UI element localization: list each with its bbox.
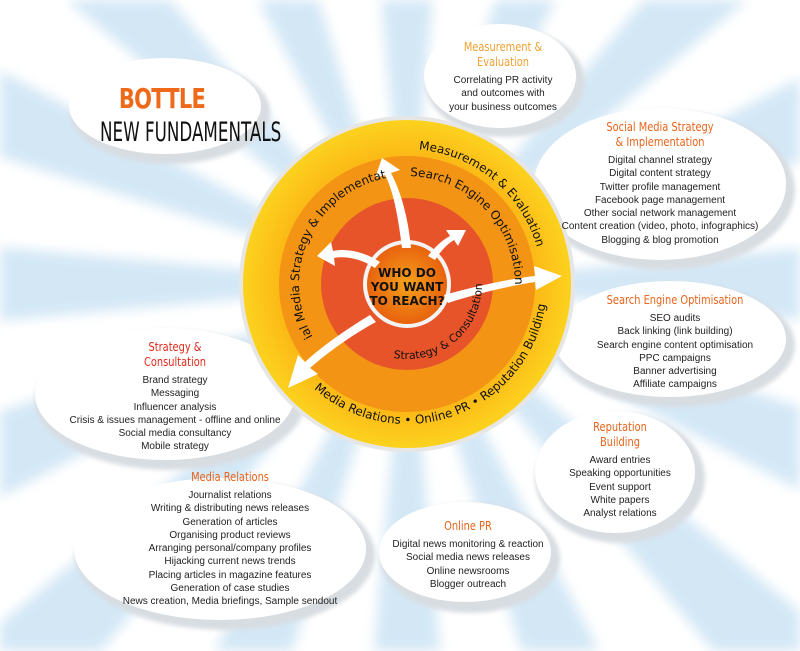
section-title: Online PR — [444, 519, 492, 533]
service-item: Social media news releases — [406, 552, 530, 564]
center-line: WHO DO — [378, 266, 436, 280]
clouds — [35, 24, 795, 630]
service-item: Generation of case studies — [170, 583, 290, 595]
service-item: Generation of articles — [182, 516, 278, 528]
service-item: Hijacking current news trends — [164, 556, 296, 568]
service-item: SEO audits — [649, 313, 701, 324]
service-item: Search engine content optimisation — [596, 339, 754, 351]
service-item: Event support — [589, 481, 651, 493]
logo: BOTTLE NEW FUNDAMENTALS — [62, 82, 282, 148]
service-item: Analyst relations — [583, 508, 657, 520]
service-item: Online newsrooms — [426, 565, 510, 577]
arrow-downleft-icon — [288, 315, 376, 388]
sun-ray — [214, 284, 407, 651]
center-line: YOU WANT — [370, 280, 444, 294]
service-item: Brand strategy — [142, 375, 208, 386]
service-item: Twitter profile management — [599, 181, 721, 193]
section-online-pr: Online PR Digital news monitoring & react… — [378, 519, 558, 591]
service-item: Correlating PR activity — [453, 75, 553, 86]
section-title: Search Engine Optimisation — [606, 293, 744, 307]
service-item: Content creation (video, photo, infograp… — [561, 221, 759, 233]
sun-ray — [407, 0, 748, 284]
section-title: Measurement & — [463, 40, 543, 54]
service-item: Crisis & issues management - offline and… — [69, 414, 281, 426]
section-title: Social Media Strategy — [606, 120, 714, 134]
service-item: Journalist relations — [188, 490, 272, 501]
service-item: Award entries — [589, 455, 651, 466]
service-item: and outcomes with — [461, 88, 545, 100]
arrows — [288, 158, 562, 388]
section-title: Evaluation — [477, 55, 529, 69]
service-item: Speaking opportunities — [569, 468, 671, 480]
service-item: Affiliate campaigns — [633, 379, 717, 391]
service-item: Digital content strategy — [609, 168, 711, 180]
arrow-upright-icon — [428, 230, 466, 260]
section-title: Strategy & — [148, 340, 202, 354]
service-item: PPC campaigns — [639, 352, 711, 364]
service-item: Blogging & blog promotion — [601, 234, 719, 246]
service-item: Banner advertising — [633, 366, 717, 378]
service-item: Digital channel strategy — [608, 155, 712, 166]
service-item: News creation, Media briefings, Sample s… — [122, 596, 338, 608]
service-item: Influencer analysis — [133, 401, 217, 413]
section-title: Media Relations — [191, 470, 269, 484]
service-item: Placing articles in magazine features — [148, 569, 312, 581]
arrow-left-icon — [317, 242, 380, 268]
arrow-up-icon — [375, 158, 411, 248]
service-item: Facebook page management — [594, 194, 726, 206]
brand-logo: BOTTLE — [118, 82, 206, 115]
page-title: NEW FUNDAMENTALS — [100, 117, 282, 148]
service-item: Back linking (link building) — [617, 326, 733, 338]
service-item: White papers — [590, 494, 650, 506]
service-item: Mobile strategy — [141, 441, 209, 453]
center-circle — [367, 244, 447, 324]
arrow-right-icon — [444, 266, 562, 303]
service-item: Social media consultancy — [118, 428, 232, 440]
section-title: & Implementation — [615, 135, 705, 149]
section-title: Reputation — [593, 420, 647, 434]
service-item: Other social network management — [583, 208, 737, 220]
center-line: TO REACH? — [369, 294, 444, 308]
service-item: Writing & distributing news releases — [150, 503, 310, 515]
service-item: Blogger outreach — [429, 578, 507, 590]
core-text: WHO DO YOU WANT TO REACH? — [369, 266, 444, 308]
section-title: Building — [600, 435, 640, 449]
service-item: Organising product reviews — [169, 529, 291, 541]
service-item: Messaging — [150, 388, 200, 400]
sun-ray — [0, 247, 407, 321]
service-item: your business outcomes — [449, 101, 557, 113]
section-title: Consultation — [144, 355, 206, 369]
service-item: Arranging personal/company profiles — [148, 543, 312, 555]
service-item: Digital news monitoring & reaction — [392, 539, 544, 550]
